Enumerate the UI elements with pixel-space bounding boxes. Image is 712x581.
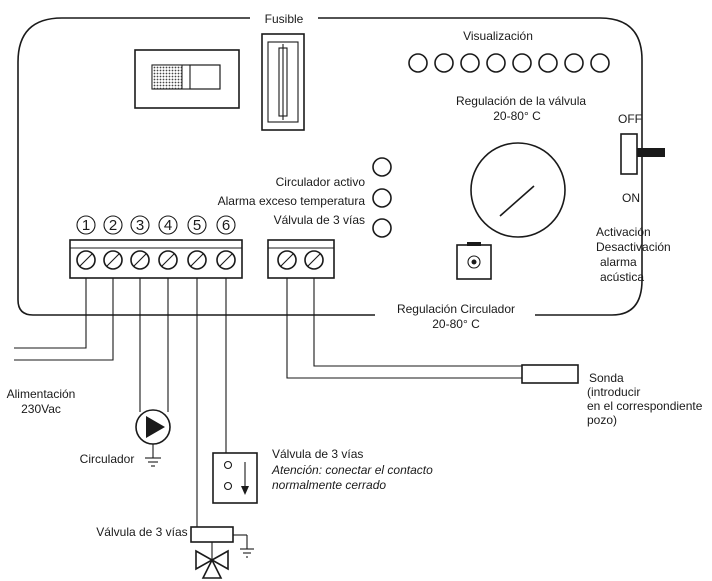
terminal-number: 3 [136,217,144,234]
display-led [564,53,584,73]
terminal-numbers: 1 2 3 4 5 6 [76,215,236,235]
attention-note: normalmente cerrado [272,478,386,492]
power-supply-voltage: 230Vac [21,402,61,416]
circulator-regulation-knob [456,242,492,280]
screw-terminal [187,250,207,270]
valve-contact-title: Válvula de 3 vías [272,447,363,461]
alarm-label: alarma [600,255,637,269]
power-wire [14,278,87,349]
sensor-note: pozo) [587,413,617,427]
circulator-label: Circulador [80,452,135,466]
deactivation-label: Desactivación [596,240,671,254]
on-label: ON [622,191,640,205]
screw-terminal [103,250,123,270]
display-label: Visualización [463,29,533,43]
three-way-led-label: Válvula de 3 vías [274,213,365,227]
screw-terminal [158,250,178,270]
valve-regulation-knob [470,142,566,238]
display-led [434,53,454,73]
circulator-active-led [372,157,392,177]
screw-terminal [76,250,96,270]
circulator-regulation-range: 20-80° C [432,317,480,331]
off-label: OFF [618,112,642,126]
sensor-probe [521,364,579,384]
terminal-block-main [69,239,243,279]
fuse-label: Fusible [265,12,304,26]
terminal-number: 1 [82,217,90,234]
sensor-note: (introducir [587,385,640,399]
overtemp-alarm-label: Alarma exceso temperatura [218,194,366,208]
power-supply-label: Alimentación [7,387,76,401]
circulator-regulation-label: Regulación Circulador [397,302,515,316]
screw-terminal [216,250,236,270]
enclosure-outline [17,17,375,316]
display-led [590,53,610,73]
terminal-block-sensor [267,239,335,279]
sensor-label: Sonda [589,371,624,385]
sensor-wire [313,278,522,367]
display-led [512,53,532,73]
circulator-active-label: Circulador activo [276,175,366,189]
three-way-led [372,218,392,238]
terminal-number: 6 [222,217,230,234]
terminal-number: 2 [109,217,117,234]
terminal-number: 5 [193,217,201,234]
activation-label: Activación [596,225,651,239]
circulator-pump-icon [135,409,171,467]
valve-regulation-label: Regulación de la válvula [456,94,586,108]
enclosure-outline-right [318,17,643,316]
slide-switch [134,49,240,109]
three-way-valve-label: Válvula de 3 vías [96,525,187,539]
sensor-note: en el correspondiente [587,399,703,413]
power-wire [14,278,114,361]
alarm-switch [620,133,665,175]
terminal-number: 4 [164,217,172,234]
screw-terminal [130,250,150,270]
valve-regulation-range: 20-80° C [493,109,541,123]
display-leds [408,53,610,73]
display-led [460,53,480,73]
fuse [261,33,305,131]
display-led [538,53,558,73]
overtemp-alarm-led [372,188,392,208]
display-led [408,53,428,73]
three-way-valve-icon [190,526,254,579]
valve-contact-box [212,452,258,504]
sensor-wire [286,278,522,379]
display-led [486,53,506,73]
attention-note: Atención: conectar el contacto [271,463,433,477]
acoustic-label: acústica [600,270,644,284]
